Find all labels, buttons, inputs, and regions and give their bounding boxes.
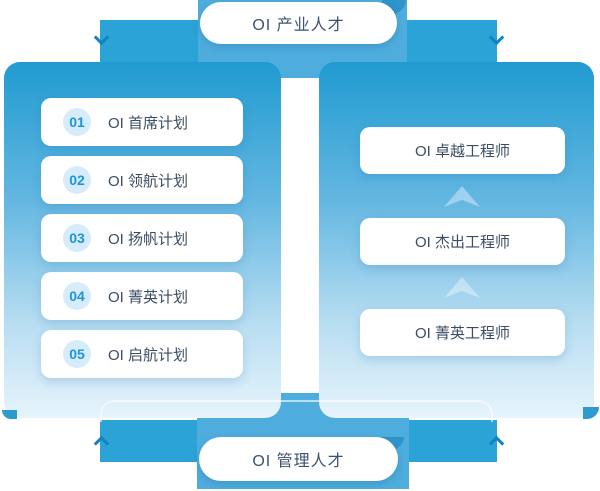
plan-label: OI 首席计划 bbox=[108, 114, 189, 132]
bottom-ribbon-outline bbox=[100, 400, 493, 422]
top-banner-pill: OI 产业人才 bbox=[200, 2, 397, 44]
bottom-banner-pill: OI 管理人才 bbox=[199, 437, 398, 481]
plan-label: OI 启航计划 bbox=[108, 346, 189, 364]
plan-card-list: 01 OI 首席计划 02 OI 领航计划 03 OI 扬帆计划 04 OI 菁… bbox=[41, 98, 243, 378]
plan-label: OI 领航计划 bbox=[108, 172, 189, 190]
plan-card-05: 05 OI 启航计划 bbox=[41, 330, 243, 378]
plan-number-badge: 04 bbox=[63, 282, 91, 310]
bottom-banner-label: OI 管理人才 bbox=[252, 453, 345, 470]
plan-number-badge: 02 bbox=[63, 166, 91, 194]
arrow-up-icon bbox=[444, 186, 480, 207]
engineers-panel-content: OI 卓越工程师 OI 杰出工程师 OI 菁英工程师 bbox=[319, 62, 594, 418]
engineer-card-top: OI 卓越工程师 bbox=[360, 127, 565, 174]
plan-label: OI 菁英计划 bbox=[108, 288, 189, 306]
plan-card-03: 03 OI 扬帆计划 bbox=[41, 214, 243, 262]
plan-card-04: 04 OI 菁英计划 bbox=[41, 272, 243, 320]
engineer-label: OI 卓越工程师 bbox=[414, 143, 510, 160]
engineer-card-bottom: OI 菁英工程师 bbox=[360, 309, 565, 356]
engineer-label: OI 杰出工程师 bbox=[414, 234, 510, 251]
plan-number-badge: 01 bbox=[63, 108, 91, 136]
top-banner-label: OI 产业人才 bbox=[252, 17, 345, 34]
plan-number-badge: 05 bbox=[63, 340, 91, 368]
plans-panel-content: 01 OI 首席计划 02 OI 领航计划 03 OI 扬帆计划 04 OI 菁… bbox=[4, 62, 281, 418]
plan-card-02: 02 OI 领航计划 bbox=[41, 156, 243, 204]
engineer-label: OI 菁英工程师 bbox=[414, 325, 510, 342]
plan-number-badge: 03 bbox=[63, 224, 91, 252]
plan-label: OI 扬帆计划 bbox=[108, 230, 189, 248]
plan-card-01: 01 OI 首席计划 bbox=[41, 98, 243, 146]
arrow-up-icon bbox=[444, 277, 480, 298]
engineer-card-middle: OI 杰出工程师 bbox=[360, 218, 565, 265]
panel-corner-fold-left bbox=[2, 410, 17, 419]
